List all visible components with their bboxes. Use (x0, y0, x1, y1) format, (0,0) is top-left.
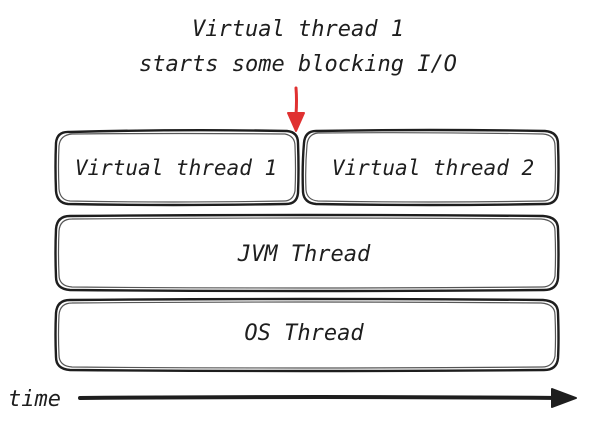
time-axis-label: time (8, 387, 61, 412)
virtual-thread-1-box: Virtual thread 1 (54, 129, 300, 207)
time-arrow-icon (78, 388, 577, 408)
red-down-arrow-icon (287, 86, 305, 132)
virtual-thread-2-box: Virtual thread 2 (301, 128, 560, 207)
virtual-thread-1-label: Virtual thread 1 (75, 156, 277, 180)
virtual-thread-2-label: Virtual thread 2 (332, 156, 534, 180)
jvm-thread-label: JVM Thread (237, 242, 371, 267)
jvm-thread-box: JVM Thread (54, 213, 560, 293)
os-thread-label: OS Thread (244, 321, 364, 346)
annotation-line-1: Virtual thread 1 (192, 17, 404, 42)
os-thread-box: OS Thread (54, 297, 560, 373)
annotation-line-2: starts some blocking I/O (139, 52, 457, 77)
